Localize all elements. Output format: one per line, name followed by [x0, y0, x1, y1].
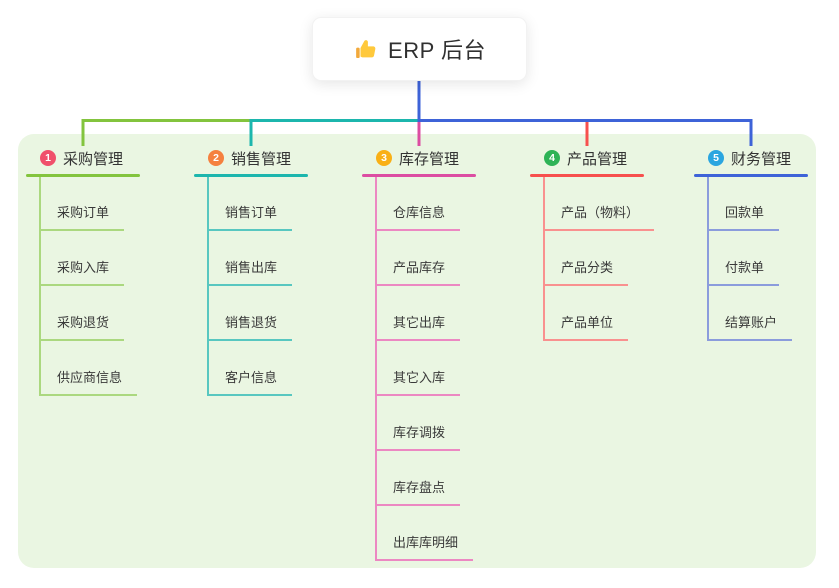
branches-background-panel	[18, 134, 816, 568]
branch-label: 采购管理	[63, 150, 124, 168]
branch-underline	[362, 174, 476, 177]
child-node[interactable]: 销售出库	[207, 254, 293, 286]
branch-underline	[530, 174, 644, 177]
child-node[interactable]: 出库库明细	[375, 529, 474, 561]
thumbs-up-icon	[353, 37, 378, 62]
branch-label: 库存管理	[399, 150, 460, 168]
branch-number-badge: 5	[708, 150, 724, 166]
branch-number-badge: 2	[208, 150, 224, 166]
branch-node-5[interactable]: 5 财务管理	[708, 149, 792, 168]
branch-underline	[26, 174, 140, 177]
branch-node-1[interactable]: 1 采购管理	[40, 149, 124, 168]
child-node[interactable]: 其它出库	[375, 309, 461, 341]
child-node[interactable]: 供应商信息	[39, 364, 138, 396]
branch-node-3[interactable]: 3 库存管理	[376, 149, 460, 168]
child-node[interactable]: 付款单	[707, 254, 780, 286]
child-node[interactable]: 库存盘点	[375, 474, 461, 506]
child-node[interactable]: 产品库存	[375, 254, 461, 286]
branch-trunk-line	[707, 177, 709, 339]
child-node[interactable]: 仓库信息	[375, 199, 461, 231]
child-node[interactable]: 客户信息	[207, 364, 293, 396]
branch-underline	[194, 174, 308, 177]
child-node[interactable]: 产品（物料）	[543, 199, 655, 231]
child-node[interactable]: 结算账户	[707, 309, 793, 341]
root-node-erp[interactable]: ERP 后台	[312, 17, 527, 81]
child-node[interactable]: 库存调拨	[375, 419, 461, 451]
branch-label: 财务管理	[731, 150, 792, 168]
branch-label: 销售管理	[231, 150, 292, 168]
child-node[interactable]: 采购退货	[39, 309, 125, 341]
branch-trunk-line	[543, 177, 545, 339]
child-node[interactable]: 产品单位	[543, 309, 629, 341]
branch-node-2[interactable]: 2 销售管理	[208, 149, 292, 168]
child-node[interactable]: 销售订单	[207, 199, 293, 231]
branch-number-badge: 4	[544, 150, 560, 166]
child-node[interactable]: 销售退货	[207, 309, 293, 341]
branch-node-4[interactable]: 4 产品管理	[544, 149, 628, 168]
branch-number-badge: 3	[376, 150, 392, 166]
child-node[interactable]: 其它入库	[375, 364, 461, 396]
child-node[interactable]: 回款单	[707, 199, 780, 231]
branch-trunk-line	[375, 177, 377, 559]
child-node[interactable]: 采购订单	[39, 199, 125, 231]
child-node[interactable]: 产品分类	[543, 254, 629, 286]
branch-label: 产品管理	[567, 150, 628, 168]
branch-number-badge: 1	[40, 150, 56, 166]
root-node-title: ERP 后台	[388, 38, 486, 63]
branch-underline	[694, 174, 808, 177]
child-node[interactable]: 采购入库	[39, 254, 125, 286]
